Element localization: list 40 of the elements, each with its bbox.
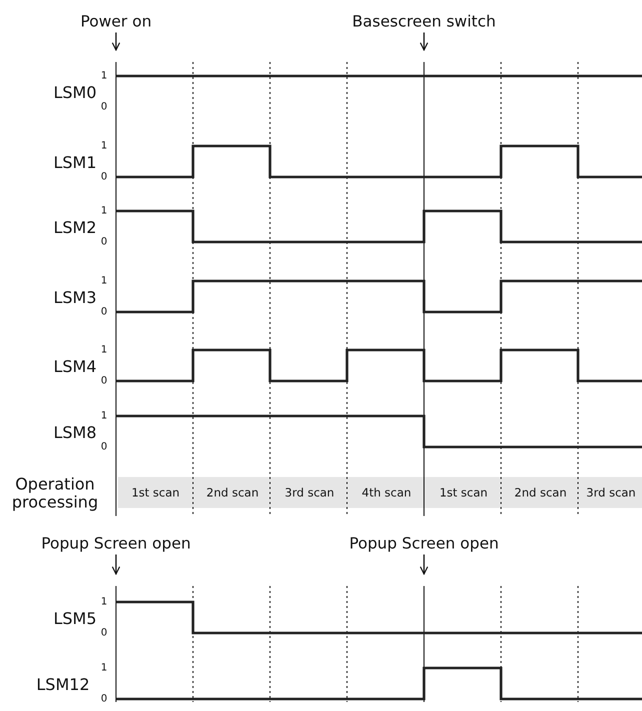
signal-name: LSM2: [53, 219, 97, 237]
scan-label: 1st scan: [439, 486, 488, 500]
level-label: 0: [100, 694, 108, 704]
scan-label: 1st scan: [131, 486, 180, 500]
level-label: 0: [100, 442, 108, 452]
arrow: [112, 554, 120, 575]
level-label: 1: [100, 596, 108, 608]
signal-name: LSM4: [53, 358, 97, 376]
level-label: 0: [100, 236, 108, 248]
scan-label: 2nd scan: [206, 486, 259, 500]
level-label: 1: [100, 276, 108, 286]
level-label: 0: [100, 376, 108, 386]
arrow: [420, 32, 428, 51]
level-label: 1: [100, 662, 108, 674]
event-label: Popup Screen open: [41, 535, 191, 553]
signal-name: LSM8: [53, 424, 97, 442]
event-label: Popup Screen open: [349, 535, 499, 553]
signal-name: LSM3: [53, 289, 97, 307]
level-label: 1: [100, 206, 108, 216]
scan-label: 4th scan: [362, 486, 412, 500]
scan-label: 3rd scan: [284, 486, 334, 500]
row-label: Operation processing: [10, 475, 100, 511]
level-label: 1: [100, 344, 108, 356]
arrow: [112, 32, 120, 51]
level-label: 0: [100, 172, 108, 182]
signal-name: LSM5: [53, 610, 97, 628]
signal-name: LSM1: [53, 154, 97, 172]
level-label: 1: [100, 410, 108, 422]
signal-name: LSM12: [36, 676, 90, 694]
signal-name: LSM0: [53, 84, 97, 102]
arrow: [420, 554, 428, 575]
event-label: Basescreen switch: [352, 13, 496, 31]
level-label: 0: [100, 306, 108, 318]
scan-label: 2nd scan: [514, 486, 567, 500]
level-label: 1: [100, 70, 108, 82]
level-label: 0: [100, 102, 108, 112]
level-label: 0: [100, 628, 108, 638]
scan-label: 3rd scan: [586, 486, 636, 500]
event-label: Power on: [80, 13, 152, 31]
level-label: 1: [100, 140, 108, 152]
